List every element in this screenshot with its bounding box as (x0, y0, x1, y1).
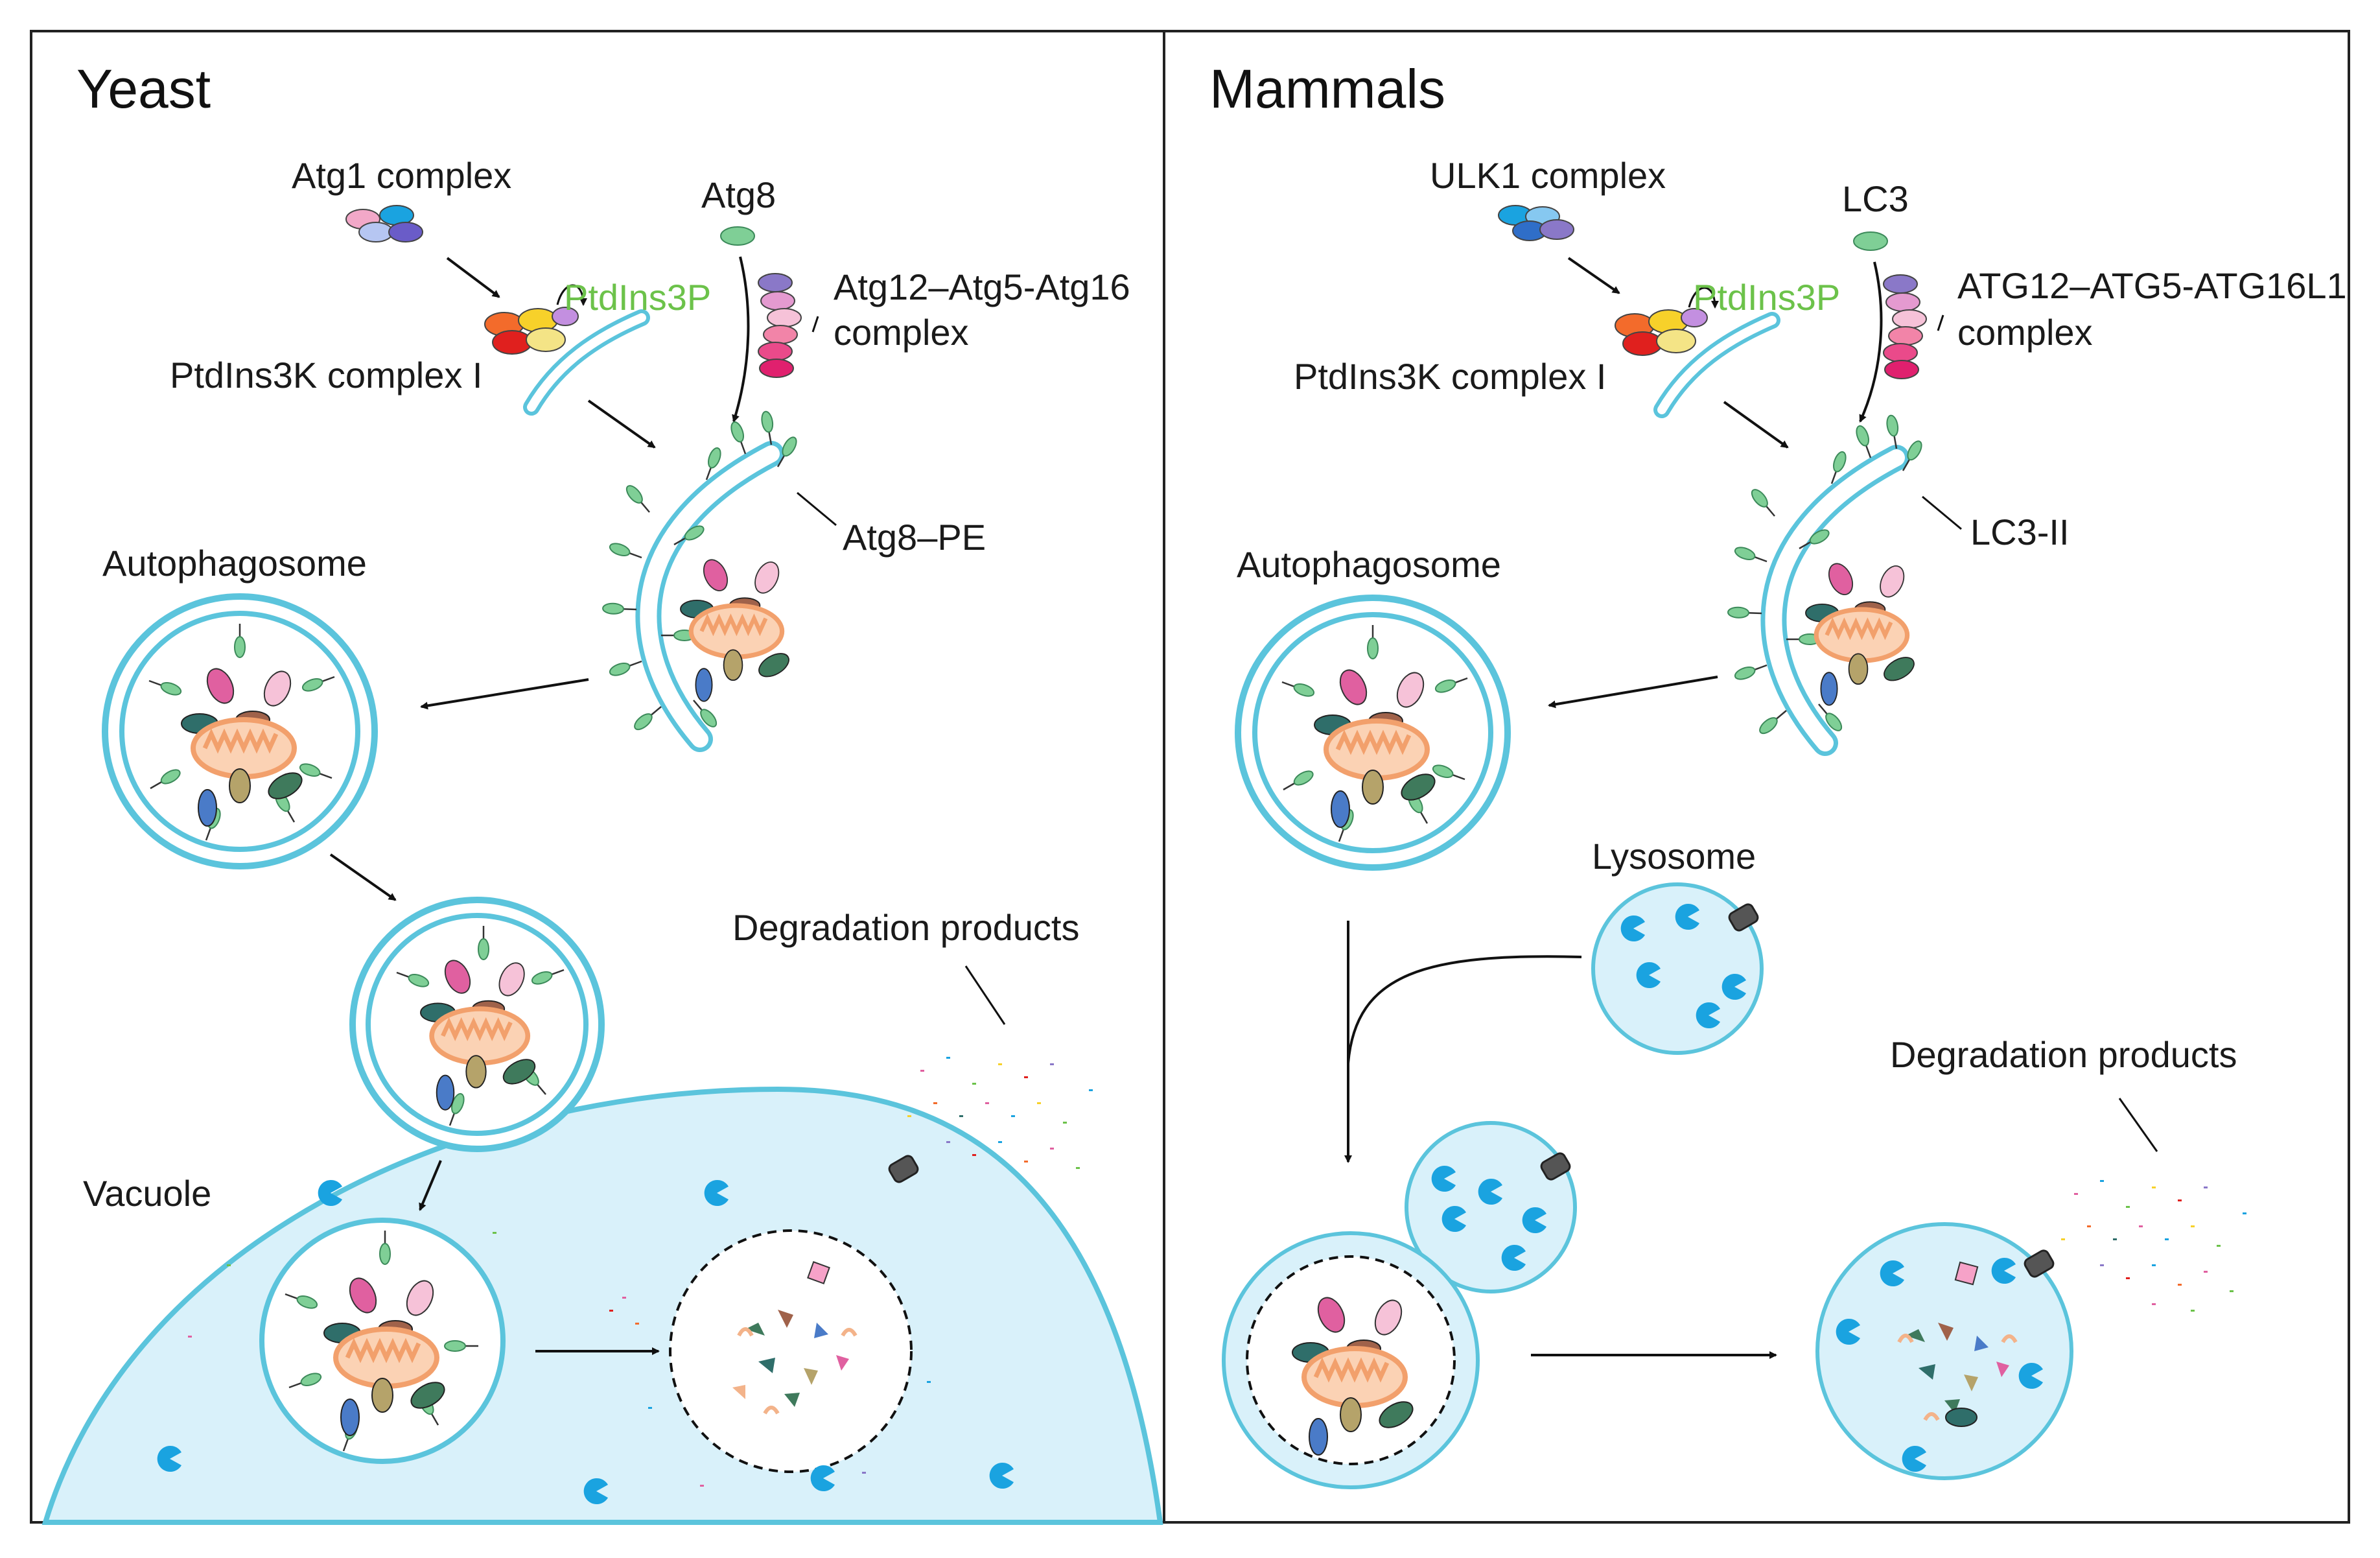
atg12-complex-shape (758, 273, 802, 378)
autolysosome-fusion (1222, 1121, 1577, 1489)
atg1-complex-shape (345, 205, 423, 242)
mammals-panel: Mammals ULK1 complex PtdIns3P PtdIns3K c… (1209, 58, 2347, 1489)
mammal-autophagosome (1235, 595, 1511, 871)
mammal-degradation-dots (2061, 1180, 2246, 1312)
mammals-title: Mammals (1209, 58, 1445, 119)
yeast-phagophore (601, 410, 800, 752)
ulk1-complex-shape (1498, 205, 1574, 241)
mammal-phagophore (1727, 414, 1926, 756)
atg8-protein (720, 226, 755, 246)
mammal-atg12-complex-label-2: complex (1957, 312, 2093, 353)
mammal-atg12-complex-shape (1883, 274, 1927, 379)
mammal-ptdins3k-label: PtdIns3K complex I (1294, 356, 1606, 397)
lc3-protein (1853, 231, 1888, 251)
vacuole-label: Vacuole (83, 1173, 211, 1214)
ptdins3k-label: PtdIns3K complex I (170, 355, 482, 395)
ptdins3p-label: PtdIns3P (564, 277, 711, 318)
atg12-complex-label-1: Atg12–Atg5-Atg16 (834, 266, 1130, 307)
atg8-label: Atg8 (701, 174, 776, 215)
yeast-autophagic-body (259, 1218, 506, 1464)
autolysosome (1815, 1222, 2073, 1480)
mammal-autophagosome-label: Autophagosome (1237, 544, 1501, 585)
atg8-pe-label: Atg8–PE (843, 517, 986, 558)
ptdins3k-complex-shape (484, 307, 579, 355)
lysosome-label: Lysosome (1592, 836, 1756, 877)
vacuole-permease (888, 1155, 919, 1183)
mammal-degradation-label: Degradation products (1890, 1034, 2237, 1075)
lysosome (1591, 882, 1764, 1055)
vacuole (41, 1086, 1163, 1525)
yeast-fusing-autophagosome (349, 897, 605, 1152)
yeast-degradation-label: Degradation products (732, 907, 1079, 948)
mammal-atg12-complex-label-1: ATG12–ATG5-ATG16L1 (1957, 265, 2347, 306)
yeast-title: Yeast (76, 58, 211, 119)
lc3-ii-label: LC3-II (1970, 512, 2070, 552)
atg1-complex-label: Atg1 complex (292, 155, 511, 196)
mammal-ptdins3k-complex-shape (1615, 308, 1708, 356)
yeast-degrading-body (669, 1229, 913, 1473)
yeast-panel: Yeast Atg1 complex PtdIns3P PtdIns3K com… (41, 58, 1163, 1525)
atg12-complex-label-2: complex (834, 312, 969, 353)
yeast-autophagosome (102, 593, 378, 869)
ulk1-complex-label: ULK1 complex (1430, 155, 1666, 196)
yeast-degradation-dots (188, 1057, 1093, 1487)
yeast-autophagosome-label: Autophagosome (102, 543, 367, 584)
mammal-ptdins3p-label: PtdIns3P (1693, 277, 1840, 318)
lc3-label: LC3 (1842, 178, 1909, 219)
